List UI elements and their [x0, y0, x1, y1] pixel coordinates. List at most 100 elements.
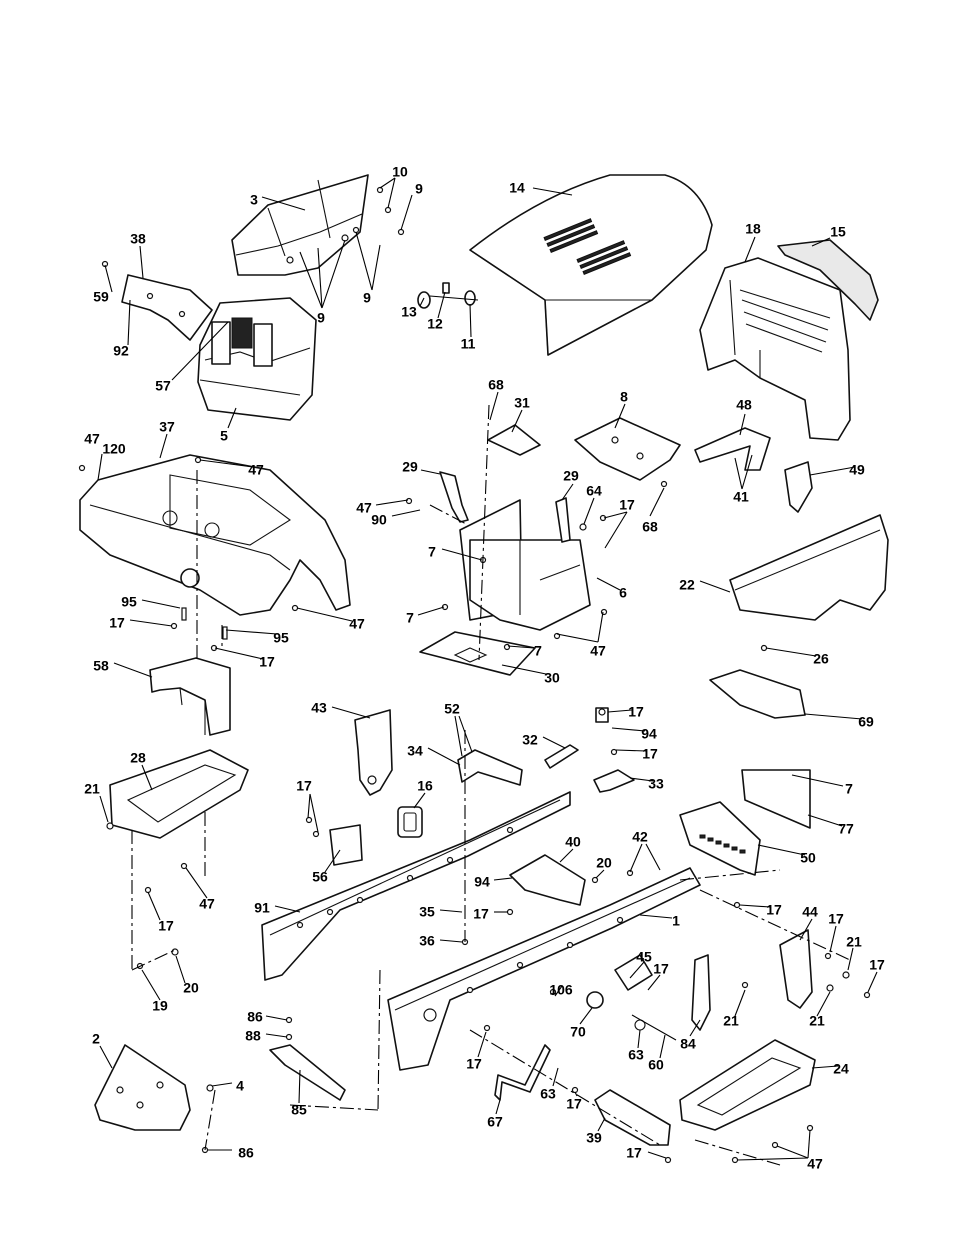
callout-16: 16 [417, 778, 433, 794]
callout-68b: 68 [642, 519, 658, 535]
callout-47d: 47 [349, 616, 365, 632]
callout-59: 59 [93, 289, 109, 305]
callout-17j: 17 [158, 918, 174, 934]
callout-38: 38 [130, 231, 146, 247]
bracket-part-39 [594, 1089, 671, 1146]
callout-91: 91 [254, 900, 270, 916]
callout-95b: 95 [273, 630, 289, 646]
bracket-part-48 [694, 427, 771, 471]
callout-90: 90 [371, 512, 387, 528]
callout-50: 50 [800, 850, 816, 866]
callout-70: 70 [570, 1024, 586, 1040]
callout-95a: 95 [121, 594, 137, 610]
bracket-part-33 [593, 707, 635, 793]
callout-85: 85 [291, 1102, 307, 1118]
callout-17l: 17 [869, 957, 885, 973]
mount-plate-part-2 [94, 1044, 191, 1131]
callout-13: 13 [401, 304, 417, 320]
seat-bracket-part-58 [149, 657, 231, 736]
callout-52: 52 [444, 701, 460, 717]
callout-10: 10 [392, 164, 408, 180]
callout-17g: 17 [473, 906, 489, 922]
callout-36: 36 [419, 933, 435, 949]
callout-18: 18 [745, 221, 761, 237]
callout-56: 56 [312, 869, 328, 885]
bracket-part-56 [329, 824, 363, 866]
dash-panel-part-3 [231, 174, 369, 276]
bracket-part-84 [691, 954, 711, 1031]
light-bar-part-15 [777, 239, 879, 321]
callout-4: 4 [236, 1078, 244, 1094]
callout-29b: 29 [563, 468, 579, 484]
callout-28: 28 [130, 750, 146, 766]
callout-64: 64 [586, 483, 602, 499]
console-assembly-part-6 [419, 471, 591, 676]
callout-69: 69 [858, 714, 874, 730]
plate-part-77 [741, 769, 811, 829]
callout-94a: 94 [641, 726, 657, 742]
assembly-centerlines [131, 404, 851, 1166]
callout-17a: 17 [619, 497, 635, 513]
callout-21b: 21 [846, 934, 862, 950]
callout-17c: 17 [259, 654, 275, 670]
callout-17k: 17 [653, 961, 669, 977]
callout-47c: 47 [356, 500, 372, 516]
bracket-part-85 [269, 1044, 346, 1101]
callout-7a: 7 [428, 544, 436, 560]
callout-47e: 47 [590, 643, 606, 659]
callout-19: 19 [152, 998, 168, 1014]
callout-58: 58 [93, 658, 109, 674]
callout-9a: 9 [415, 181, 423, 197]
plate-part-8 [574, 417, 681, 481]
callout-68a: 68 [488, 377, 504, 393]
callout-86b: 86 [238, 1145, 254, 1161]
callout-49: 49 [849, 462, 865, 478]
callout-63b: 63 [540, 1086, 556, 1102]
frame-rail-part-91 [261, 791, 571, 981]
callout-2: 2 [92, 1031, 100, 1047]
callout-106: 106 [549, 982, 573, 998]
callout-3: 3 [250, 192, 258, 208]
callout-33: 33 [648, 776, 664, 792]
callout-9c: 9 [317, 310, 325, 326]
callout-20a: 20 [596, 855, 612, 871]
callout-17f: 17 [296, 778, 312, 794]
bracket-part-40 [509, 854, 586, 906]
callout-92: 92 [113, 343, 129, 359]
callout-5: 5 [220, 428, 228, 444]
callout-35: 35 [419, 904, 435, 920]
bracket-part-32 [544, 744, 579, 769]
hood-vent-slots [543, 218, 632, 275]
side-panel-part-22 [729, 514, 889, 621]
callout-21a: 21 [84, 781, 100, 797]
callout-17h: 17 [766, 902, 782, 918]
callout-43: 43 [311, 700, 327, 716]
callout-17e: 17 [642, 746, 658, 762]
callout-1: 1 [672, 913, 680, 929]
fastener-markers [78, 186, 871, 1164]
callout-17d: 17 [628, 704, 644, 720]
bracket-part-43 [354, 709, 393, 796]
callout-22: 22 [679, 577, 695, 593]
callout-leader-lines [97, 177, 878, 1161]
callout-77: 77 [838, 821, 854, 837]
callout-45: 45 [636, 949, 652, 965]
callout-17n: 17 [566, 1096, 582, 1112]
slot-row [699, 834, 746, 854]
callout-17b: 17 [109, 615, 125, 631]
callout-21d: 21 [809, 1013, 825, 1029]
callout-67: 67 [487, 1114, 503, 1130]
bracket-part-44 [779, 929, 813, 1009]
bracket-part-49 [784, 461, 813, 513]
front-bracket-part-50 [679, 801, 761, 876]
callout-63a: 63 [628, 1047, 644, 1063]
callout-11: 11 [461, 336, 476, 352]
callout-88: 88 [245, 1028, 261, 1044]
callout-39: 39 [586, 1130, 602, 1146]
callout-47b: 47 [248, 462, 264, 478]
callout-32: 32 [522, 732, 538, 748]
callout-7b: 7 [406, 610, 414, 626]
hood-pivot-hardware [417, 282, 479, 309]
rod-part-67 [494, 1044, 551, 1101]
